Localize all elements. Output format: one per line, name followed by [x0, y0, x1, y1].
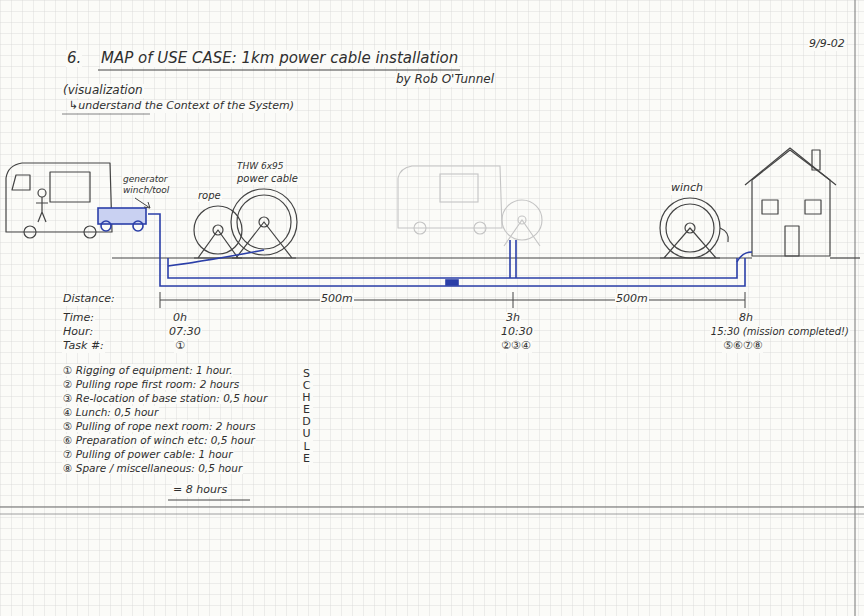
schedule-item: ⑤ Pulling of rope next room: 2 hours: [62, 420, 256, 432]
part-label: power cable: [236, 173, 299, 185]
part-label: winch/tool: [122, 185, 170, 195]
task-number: ②③④: [500, 340, 532, 353]
task-number: ⑤⑥⑦⑧: [722, 340, 763, 353]
schedule-total: = 8 hours: [172, 484, 228, 497]
schedule-heading: SCHEDULE: [300, 368, 313, 465]
row-label: Task #:: [62, 340, 105, 353]
time-value: 15:30 (mission completed!): [710, 326, 850, 338]
part-label: rope: [197, 190, 222, 202]
schedule-item: ① Rigging of equipment: 1 hour.: [62, 364, 233, 376]
part-label: THW 6x95: [236, 161, 285, 171]
time-value: 07:30: [168, 326, 202, 339]
schedule-item: ⑥ Preparation of winch etc: 0,5 hour: [62, 434, 256, 446]
part-label: generator: [122, 174, 168, 184]
schedule-item: ④ Lunch: 0,5 hour: [62, 406, 159, 418]
task-number: ①: [174, 340, 186, 353]
item-number: 6.: [66, 50, 82, 67]
dimension: 500m: [615, 293, 649, 306]
schedule-item: ③ Re-location of base station: 0,5 hour: [62, 392, 268, 404]
row-label: Distance:: [62, 293, 116, 306]
date: 9/9-02: [808, 38, 846, 51]
sketch-title: MAP of USE CASE: 1km power cable install…: [100, 50, 459, 67]
time-value: 10:30: [500, 326, 534, 339]
subtitle: (visualization: [62, 84, 144, 98]
time-value: 3h: [505, 312, 521, 325]
dimension: 500m: [320, 293, 354, 306]
time-value: 0h: [172, 312, 188, 325]
schedule-item: ② Pulling rope first room: 2 hours: [62, 378, 240, 390]
schedule-item: ⑦ Pulling of power cable: 1 hour: [62, 448, 234, 460]
row-label: Time:: [62, 312, 95, 325]
subtitle-note: ↳understand the Context of the System): [68, 100, 295, 113]
schedule-item: ⑧ Spare / miscellaneous: 0,5 hour: [62, 462, 243, 474]
part-label: winch: [670, 182, 704, 195]
time-value: 8h: [738, 312, 754, 325]
author: by Rob O'Tunnel: [395, 73, 495, 87]
row-label: Hour:: [62, 326, 94, 339]
